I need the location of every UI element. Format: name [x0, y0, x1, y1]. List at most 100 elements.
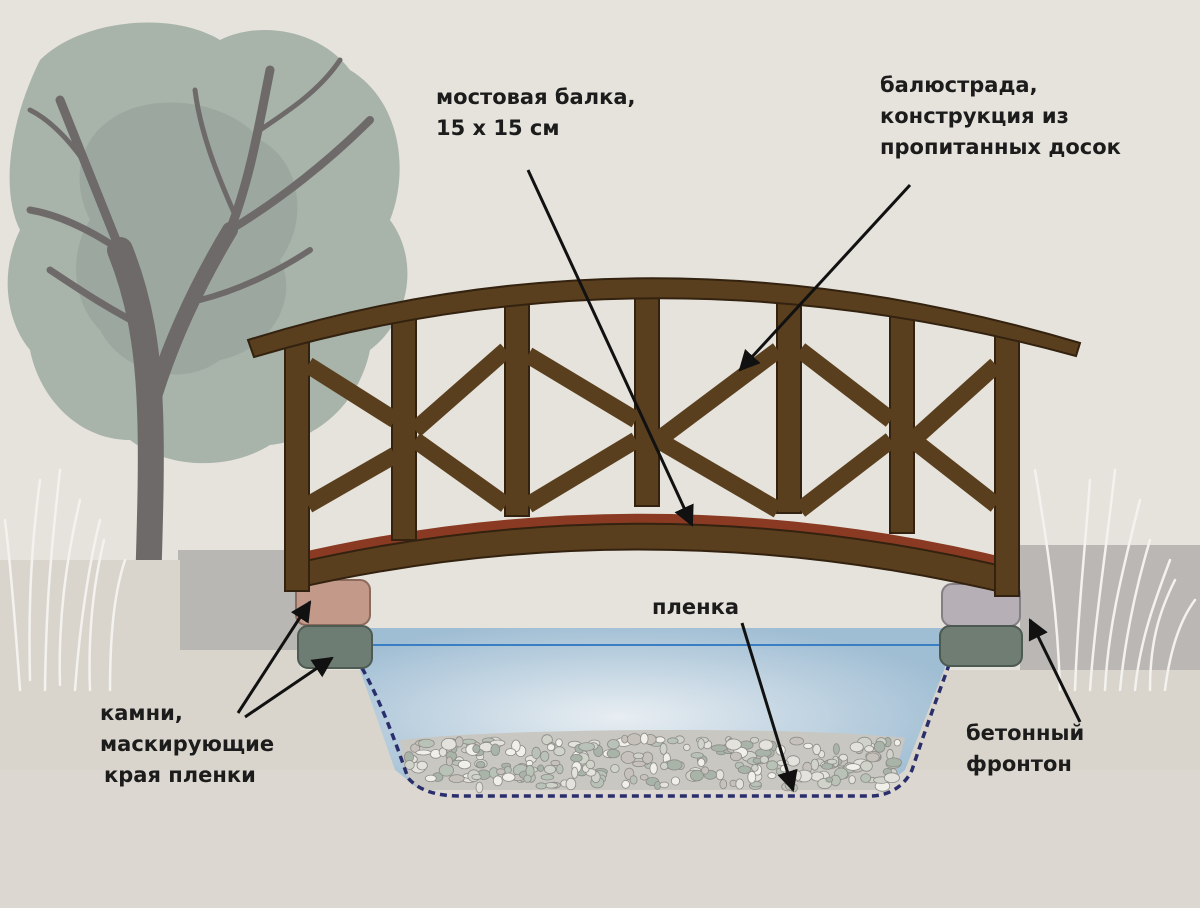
gravel-pebble: [864, 745, 874, 753]
gravel-pebble: [540, 774, 555, 781]
gravel-pebble: [523, 774, 532, 783]
gravel-pebble: [810, 758, 819, 771]
label-stones: камни, маскирующие края пленки: [100, 698, 274, 791]
gravel-pebble: [715, 769, 725, 781]
reeds-right: [1033, 468, 1197, 692]
gravel-pebble: [610, 764, 620, 774]
bridge-deck-red: [290, 513, 1015, 570]
arrow-beam: [526, 169, 694, 527]
gravel-pebble: [690, 769, 704, 782]
gravel-pebble: [626, 733, 643, 746]
gravel-pebble: [719, 779, 728, 790]
gravel-pebble: [410, 743, 421, 753]
gravel-pebble: [555, 738, 563, 747]
gravel-pebble: [641, 751, 654, 765]
gravel-pebble: [737, 765, 752, 774]
gravel-pebble: [448, 774, 465, 783]
gravel-pebble: [535, 782, 547, 790]
gravel-pebble: [578, 742, 595, 752]
gravel-pebble: [505, 748, 517, 756]
gravel-pebble: [826, 758, 838, 765]
gravel-pebble: [531, 746, 541, 760]
gravel-pebble: [492, 775, 503, 787]
tree-trunk: [26, 57, 374, 603]
gravel-pebble: [654, 736, 666, 744]
gravel-pebble: [812, 743, 821, 756]
arrow-stones-bottom: [244, 656, 334, 719]
gravel-pebble: [565, 777, 577, 791]
label-balustrade: балюстрада, конструкция из пропитанных д…: [880, 70, 1121, 163]
gravel-pebble: [632, 760, 646, 768]
gravel-pebble: [766, 760, 779, 771]
ground-front: [0, 770, 1200, 908]
gravel-pebble: [606, 748, 621, 759]
arrow-stones-top: [236, 600, 312, 714]
gravel-pebble: [475, 760, 486, 769]
gravel-pebble: [424, 774, 437, 783]
gravel-pebble: [659, 742, 668, 755]
gravel-pebble: [457, 759, 472, 770]
gravel-pebble: [833, 743, 840, 755]
gravel-pebble: [751, 764, 759, 772]
gravel-pebble: [683, 743, 691, 752]
gravel-pebble: [670, 776, 681, 786]
gravel-pebble: [701, 766, 710, 775]
gravel-pebble: [659, 781, 670, 789]
label-film: пленка: [652, 592, 739, 623]
gravel-pebble: [697, 758, 706, 767]
gravel-pebble: [730, 751, 743, 762]
gravel-pebble: [759, 755, 769, 764]
gravel-pebble: [496, 768, 506, 775]
gravel-pebble: [621, 779, 630, 789]
gravel-pebble: [893, 739, 901, 747]
bridge-handrail: [246, 277, 1082, 359]
gravel-pebble: [667, 737, 679, 745]
gravel-pebble: [438, 764, 454, 777]
gravel-pebble: [416, 760, 428, 771]
gravel-pebble: [848, 775, 856, 785]
label-stones-line-3: края пленки: [104, 763, 256, 787]
gravel-pebble: [546, 743, 556, 752]
gravel-pebble: [471, 774, 482, 781]
gravel-pebble: [502, 772, 516, 782]
label-pediment: бетонный фронтон: [966, 718, 1084, 780]
label-film-line-1: пленка: [652, 595, 740, 619]
arrow-balustrade: [738, 183, 912, 372]
label-balustrade-line-2: конструкция из: [880, 104, 1069, 128]
gravel-pebble: [620, 751, 636, 764]
gravel-pebble: [860, 773, 872, 783]
gravel-pebble: [885, 757, 903, 768]
gravel-pebble: [418, 738, 435, 749]
gravel-pebble: [786, 755, 801, 767]
callout-arrows: [236, 169, 1082, 793]
gravel-pebble: [860, 760, 873, 772]
label-pediment-line-1: бетонный: [966, 721, 1085, 745]
label-beam-line-2: 15 x 15 см: [436, 116, 560, 140]
gravel-pebble: [543, 764, 557, 775]
gravel-pebble: [725, 738, 742, 751]
gravel-pebble: [873, 740, 886, 753]
reeds-left: [3, 468, 127, 692]
gravel-pebble: [697, 738, 705, 750]
gravel-pebble: [639, 774, 649, 781]
gravel-pebble: [825, 776, 834, 783]
gravel-pebble: [767, 772, 777, 779]
gravel-pebble: [540, 750, 550, 762]
gravel-pebble: [585, 759, 596, 770]
gravel-pebble: [660, 761, 669, 771]
label-beam-line-1: мостовая балка,: [436, 85, 636, 109]
arrow-film: [740, 622, 798, 793]
gravel-pebble: [550, 759, 561, 767]
gravel-pebble: [735, 778, 744, 790]
gravel-pebble: [404, 760, 415, 770]
label-pediment-line-2: фронтон: [966, 752, 1072, 776]
label-stones-line-2: маскирующие: [100, 732, 275, 756]
pond-liner: [360, 661, 952, 798]
gravel-pebble: [415, 749, 432, 756]
gravel-pebble: [553, 746, 566, 757]
label-balustrade-line-3: пропитанных досок: [880, 135, 1121, 159]
gravel-pebble: [607, 739, 620, 750]
gravel-pebble: [541, 734, 553, 746]
